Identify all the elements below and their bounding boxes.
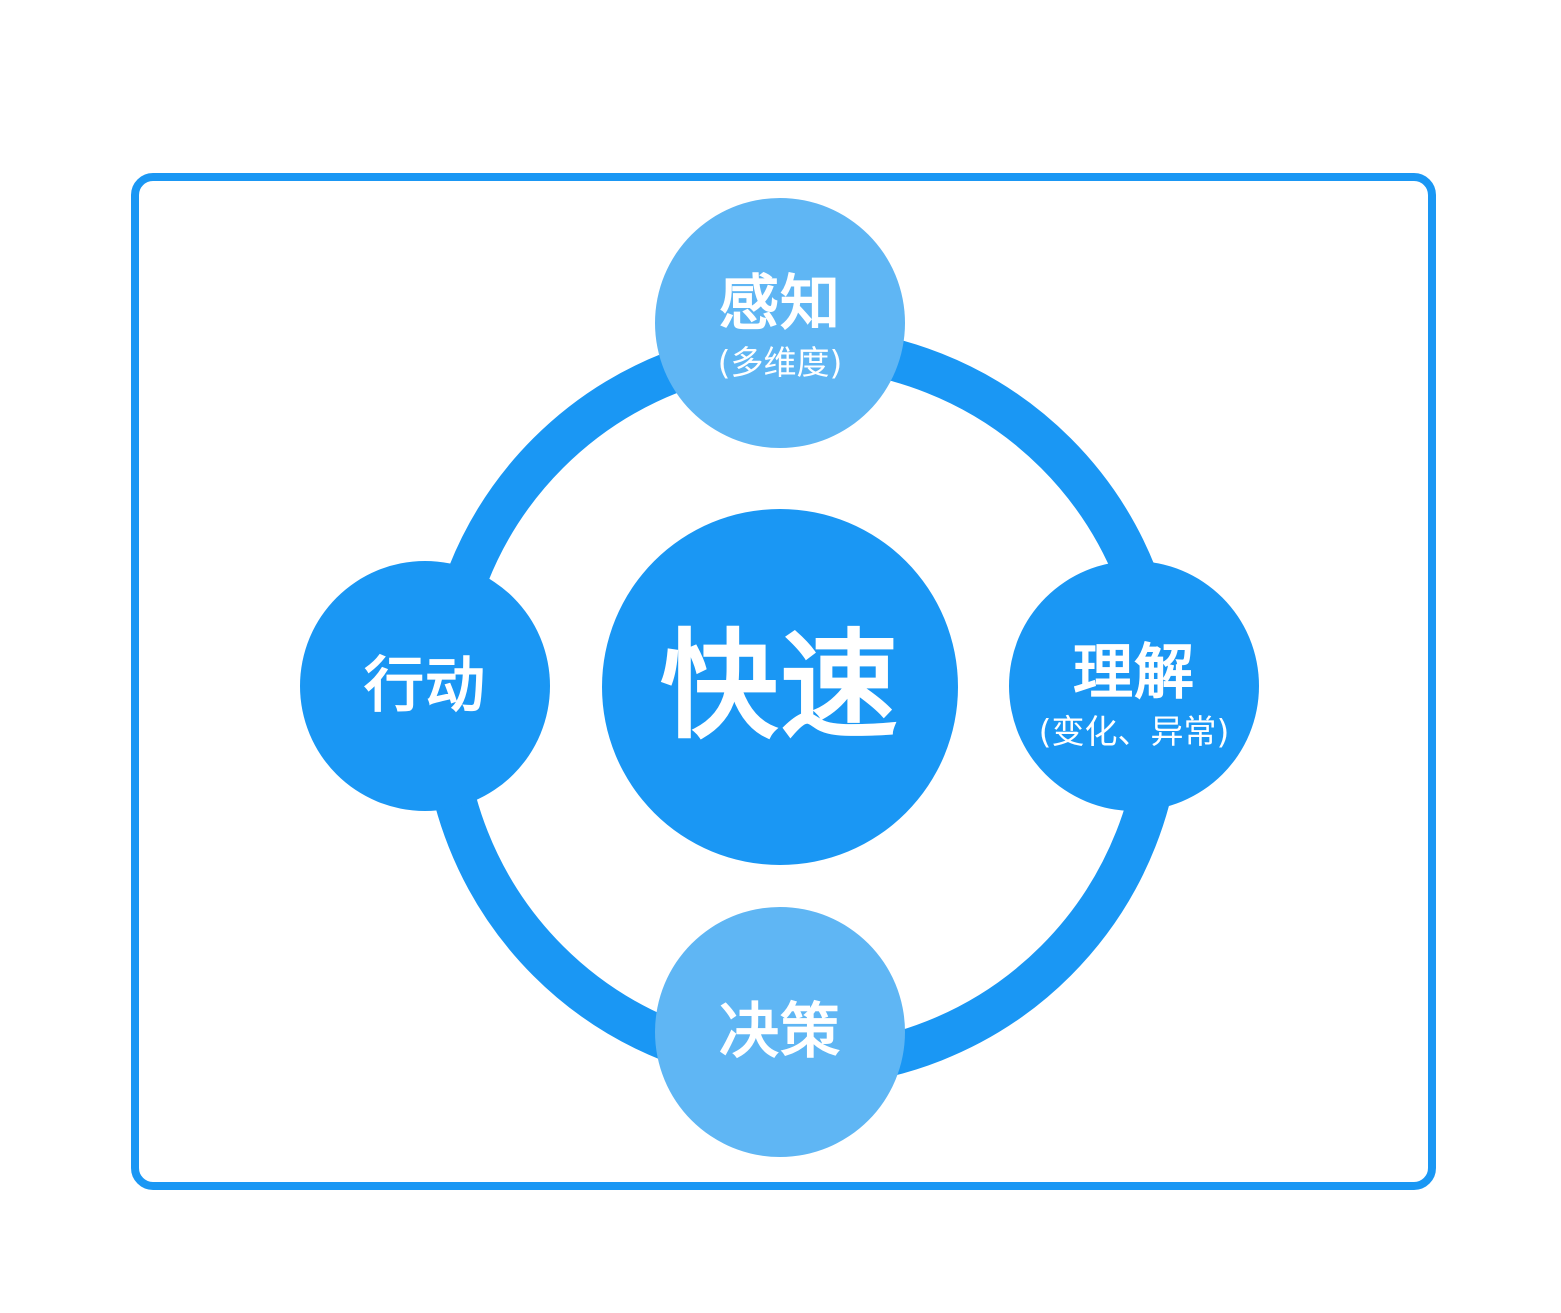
node-action: 行动 (300, 561, 550, 811)
node-center-fast: 快速 (602, 509, 958, 865)
node-decision-label: 决策 (719, 996, 841, 1067)
node-perception-sublabel: (多维度) (717, 342, 843, 382)
node-center-label: 快速 (659, 617, 900, 756)
node-perception: 感知 (多维度) (655, 198, 905, 448)
node-perception-label: 感知 (719, 268, 841, 339)
node-understanding-label: 理解 (1073, 637, 1195, 708)
node-action-label: 行动 (364, 650, 486, 721)
node-understanding-sublabel: (变化、异常) (1038, 711, 1230, 751)
node-understanding: 理解 (变化、异常) (1009, 561, 1259, 811)
node-decision: 决策 (655, 907, 905, 1157)
